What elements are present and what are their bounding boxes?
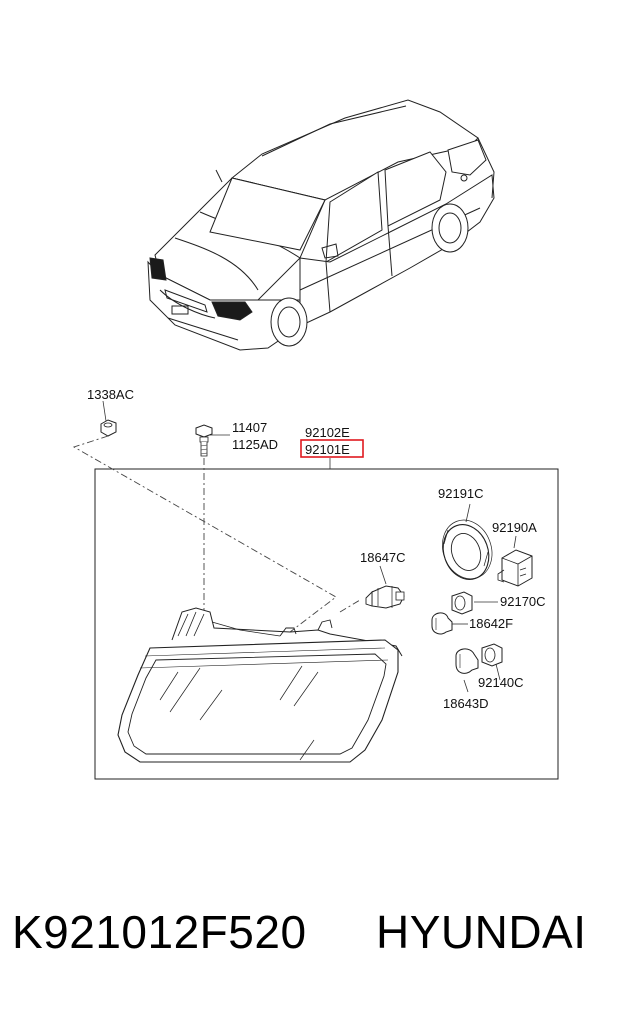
- label-92101E: 92101E: [305, 442, 350, 457]
- assembly-frame: [94, 468, 559, 780]
- turn-signal-socket-icon: [481, 643, 503, 681]
- bolt-icon: [195, 424, 230, 457]
- label-92102E: 92102E: [305, 425, 350, 440]
- footer: K921012F520 HYUNDAI: [0, 905, 620, 975]
- label-92170C: 92170C: [500, 594, 546, 609]
- h4-bulb-icon: [365, 565, 405, 609]
- small-bulb-18643D-icon: [455, 648, 479, 693]
- car-illustration: [147, 99, 495, 351]
- assembly-line-nut: [72, 435, 337, 633]
- label-92191C: 92191C: [438, 486, 484, 501]
- label-1338AC: 1338AC: [87, 387, 134, 402]
- dust-cover-icon: [442, 503, 493, 580]
- connector-icon: [497, 535, 533, 587]
- label-1125AD: 1125AD: [232, 437, 278, 452]
- label-18647C: 18647C: [360, 550, 406, 565]
- assembly-line-bulb: [339, 599, 361, 613]
- label-92140C: 92140C: [478, 675, 524, 690]
- small-bulb-18642F-icon: [431, 612, 468, 635]
- label-92190A: 92190A: [492, 520, 537, 535]
- headlamp-assembly-icon: [117, 607, 403, 763]
- label-18642F: 18642F: [469, 616, 513, 631]
- brand-name: HYUNDAI: [376, 906, 587, 958]
- label-11407: 11407: [232, 420, 267, 435]
- highlight-92101E: [300, 439, 364, 458]
- nut-icon: [100, 400, 117, 437]
- side-marker-socket-icon: [451, 591, 498, 615]
- part-number: K921012F520: [12, 906, 307, 958]
- label-18643D: 18643D: [443, 696, 489, 711]
